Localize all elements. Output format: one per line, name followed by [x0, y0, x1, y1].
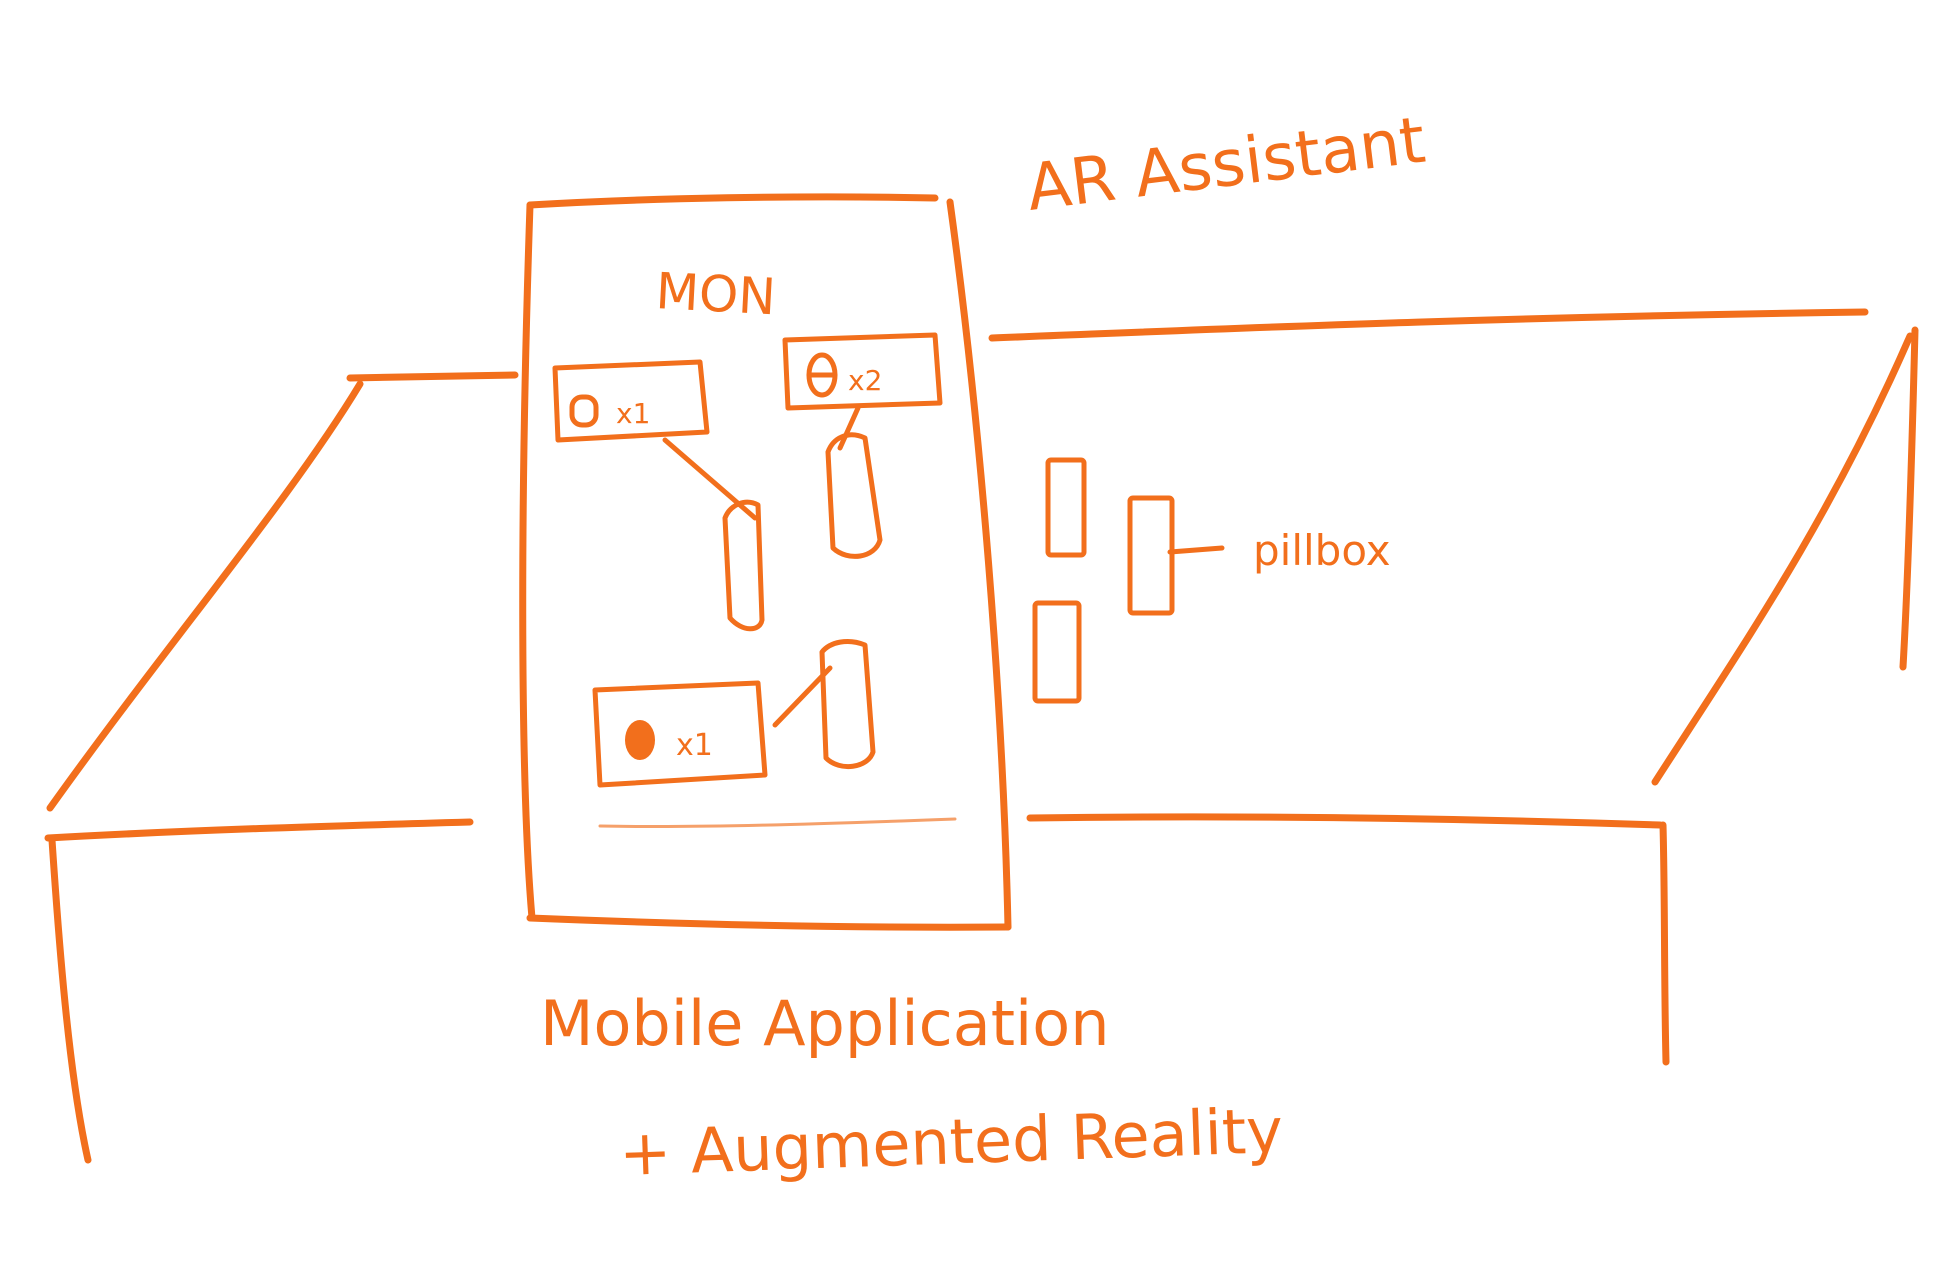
tag-split-pill-qty: x2 — [848, 364, 882, 397]
pill-bottles-phone — [722, 432, 883, 770]
pill-bottle — [1127, 495, 1175, 616]
pillbox-label: pillbox — [1253, 526, 1391, 575]
tag-split-pill[interactable]: x2 — [782, 332, 943, 451]
day-label: MON — [654, 262, 777, 326]
tag-filled-pill[interactable]: x1 — [592, 665, 833, 788]
tag-hollow-pill[interactable]: x1 — [552, 359, 758, 521]
pill-bottle — [722, 499, 765, 632]
table — [44, 308, 1919, 1164]
caption-line-2: + Augmented Reality — [618, 1094, 1284, 1190]
pill-bottle — [825, 432, 883, 559]
phone-outline — [519, 193, 1012, 931]
split-pill-icon — [806, 352, 838, 398]
pillbox — [1032, 457, 1225, 704]
pill-bottle — [1045, 457, 1087, 558]
title: AR Assistant — [1023, 104, 1429, 226]
hollow-pill-icon — [569, 394, 599, 428]
filled-pill-icon — [625, 720, 655, 760]
pill-bottle — [819, 639, 876, 770]
pill-bottle — [1032, 600, 1082, 704]
caption-line-1: Mobile Application — [540, 987, 1110, 1060]
tag-hollow-pill-qty: x1 — [616, 397, 650, 430]
tag-filled-pill-qty: x1 — [676, 728, 713, 763]
